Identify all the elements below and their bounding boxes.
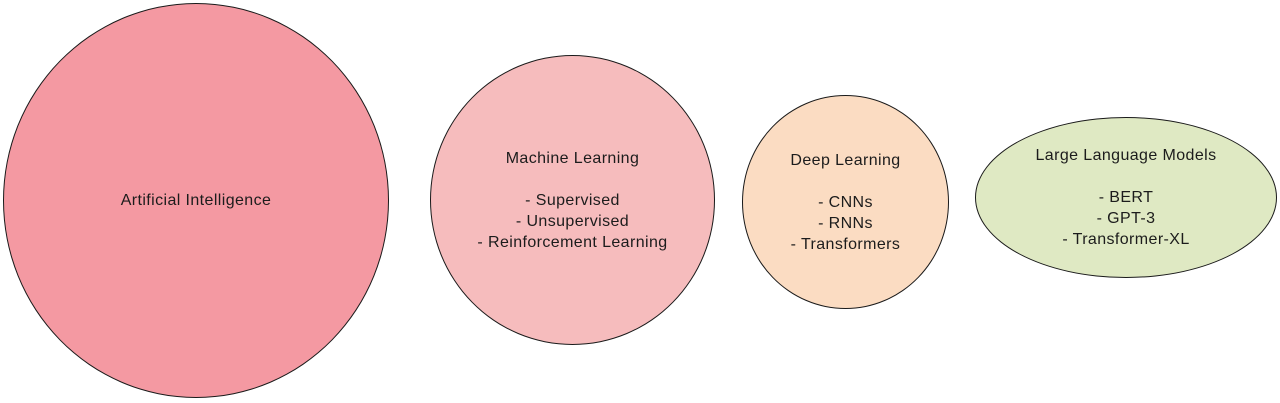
artificial-intelligence-circle: Artificial Intelligence: [3, 3, 389, 398]
large-language-models-label: Large Language Models: [1035, 147, 1217, 164]
large-language-models-item-bert: - BERT: [1098, 189, 1154, 206]
machine-learning-items: - Supervised - Unsupervised - Reinforcem…: [477, 190, 667, 253]
deep-learning-label: Deep Learning: [790, 151, 901, 169]
machine-learning-label: Machine Learning: [505, 149, 640, 167]
machine-learning-circle: Machine Learning - Supervised - Unsuperv…: [430, 55, 715, 345]
large-language-models-items: - BERT - GPT-3 - Transformer-XL: [1036, 187, 1217, 250]
machine-learning-item-unsupervised: - Unsupervised: [515, 212, 630, 230]
deep-learning-item-transformers: - Transformers: [790, 235, 901, 253]
large-language-models-item-gpt3: - GPT-3: [1096, 210, 1156, 227]
artificial-intelligence-label: Artificial Intelligence: [120, 192, 272, 209]
large-language-models-ellipse: Large Language Models - BERT - GPT-3 - T…: [975, 117, 1277, 278]
deep-learning-circle: Deep Learning - CNNs - RNNs - Transforme…: [742, 95, 949, 309]
deep-learning-items: - CNNs - RNNs - Transformers: [790, 192, 900, 255]
machine-learning-item-reinforcement-learning: - Reinforcement Learning: [477, 233, 668, 251]
deep-learning-item-cnns: - CNNs: [818, 193, 873, 211]
large-language-models-item-transformer-xl: - Transformer-XL: [1062, 231, 1190, 248]
artificial-intelligence-text-block: Artificial Intelligence: [121, 190, 272, 211]
large-language-models-text-block: Large Language Models - BERT - GPT-3 - T…: [1036, 145, 1217, 250]
deep-learning-text-block: Deep Learning - CNNs - RNNs - Transforme…: [790, 150, 900, 255]
deep-learning-item-rnns: - RNNs: [818, 214, 873, 232]
machine-learning-text-block: Machine Learning - Supervised - Unsuperv…: [477, 148, 667, 253]
machine-learning-item-supervised: - Supervised: [525, 191, 620, 209]
